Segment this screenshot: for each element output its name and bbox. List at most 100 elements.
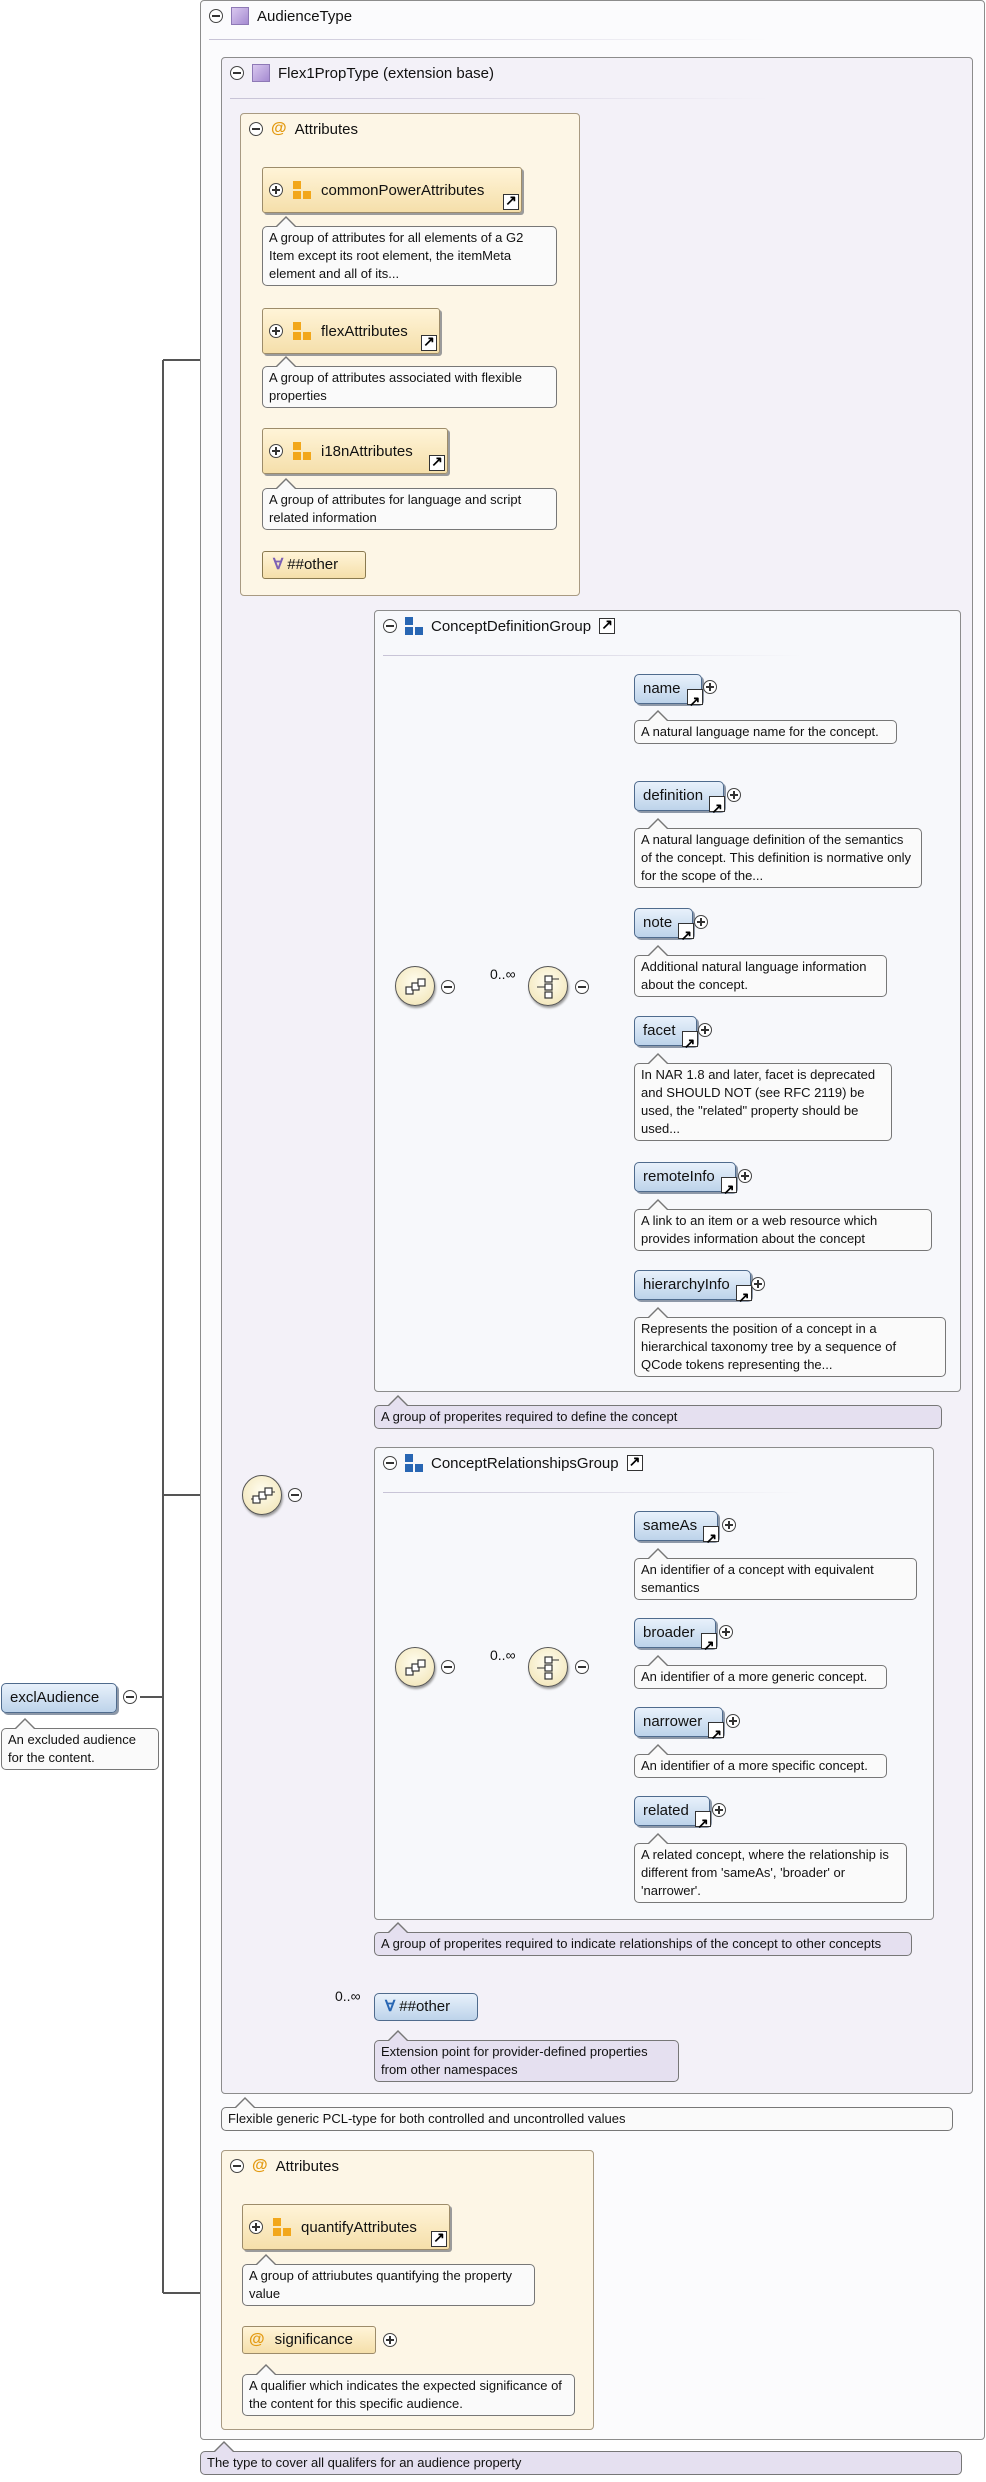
expand-toggle[interactable] [249,2220,263,2234]
concept-relationships-group-collapse-toggle[interactable] [383,1456,397,1470]
concept-definition-group-note: A group of properites required to define… [374,1395,942,1429]
flex-type-title: Flex1PropType (extension base) [278,64,494,82]
choice-cardinality: 0..∞ [490,966,516,982]
element-label: sameAs [643,1517,698,1534]
element-expand-toggle[interactable] [703,680,717,694]
sequence-collapse-toggle[interactable] [441,1660,455,1674]
element-expand-toggle[interactable] [726,1714,740,1728]
reference-link-icon[interactable] [681,1029,698,1057]
concept-definition-group-title: ConceptDefinitionGroup [431,617,592,635]
attribute-group-label: commonPowerAttributes [321,181,485,199]
reference-link-icon[interactable] [709,794,726,822]
complex-type-icon [252,64,270,82]
expand-toggle[interactable] [269,324,283,338]
concept-relationships-group-header: ConceptRelationshipsGroup [383,1453,643,1472]
element-note: Represents the position of a concept in … [634,1307,946,1377]
any-attribute-other[interactable]: ∀##other [262,551,366,579]
element-expand-toggle[interactable] [694,915,708,929]
element-remote-info[interactable]: remoteInfo [634,1162,737,1203]
attributes-2-collapse-toggle[interactable] [230,2159,244,2173]
element-narrower[interactable]: narrower [634,1707,725,1748]
attribute-group-note: A group of attributes for all elements o… [262,216,557,286]
element-expand-toggle[interactable] [722,1518,736,1532]
attribute-group-flex[interactable]: flexAttributes [262,308,440,354]
model-group-icon [405,1454,423,1472]
element-label: related [643,1802,689,1819]
reference-link-icon[interactable] [720,1175,737,1203]
attribute-group-quantify[interactable]: quantifyAttributes [242,2204,450,2250]
sequence-collapse-toggle[interactable] [441,980,455,994]
root-element-collapse-toggle[interactable] [123,1690,137,1704]
reference-link-icon[interactable] [431,2229,447,2247]
element-label: hierarchyInfo [643,1276,730,1293]
attribute-group-i18n[interactable]: i18nAttributes [262,428,448,474]
reference-link-icon[interactable] [429,453,445,471]
reference-link-icon[interactable] [678,921,695,949]
reference-link-icon[interactable] [735,1283,752,1311]
element-name[interactable]: name [634,674,703,715]
element-expand-toggle[interactable] [738,1169,752,1183]
expand-toggle[interactable] [269,444,283,458]
element-hierarchy-info[interactable]: hierarchyInfo [634,1270,752,1311]
attributes-2-title: Attributes [275,2157,339,2175]
reference-link-icon[interactable] [700,1631,717,1659]
element-note: A link to an item or a web resource whic… [634,1199,932,1251]
sequence-compositor[interactable] [395,966,435,1006]
sequence-collapse-toggle[interactable] [288,1488,302,1502]
choice-compositor[interactable] [528,966,568,1006]
choice-collapse-toggle[interactable] [575,980,589,994]
reference-link-icon[interactable] [708,1720,725,1748]
element-facet[interactable]: facet [634,1016,698,1057]
reference-link-icon[interactable] [599,616,616,634]
element-same-as[interactable]: sameAs [634,1511,720,1552]
attribute-group-icon [273,2218,291,2236]
root-element[interactable]: exclAudience [1,1683,117,1713]
element-expand-toggle[interactable] [727,788,741,802]
element-label: note [643,914,673,931]
element-related[interactable]: related [634,1796,711,1837]
sequence-compositor[interactable] [395,1647,435,1687]
attributes-2-header: @ Attributes [230,2157,339,2175]
attribute-at-icon: @ [249,2331,265,2348]
root-element-label: exclAudience [10,1689,100,1706]
element-expand-toggle[interactable] [719,1625,733,1639]
audience-type-note: The type to cover all qualifers for an a… [200,2441,962,2475]
attribute-significance[interactable]: @ significance [242,2326,376,2354]
flex-type-collapse-toggle[interactable] [230,66,244,80]
element-broader[interactable]: broader [634,1618,717,1659]
element-label: remoteInfo [643,1168,715,1185]
attribute-expand-toggle[interactable] [383,2333,397,2347]
attribute-at-icon: @ [252,2157,268,2174]
expand-toggle[interactable] [269,183,283,197]
reference-link-icon[interactable] [686,687,703,715]
element-expand-toggle[interactable] [698,1023,712,1037]
choice-compositor[interactable] [528,1647,568,1687]
attribute-group-common-power[interactable]: commonPowerAttributes [262,167,522,213]
concept-definition-group-collapse-toggle[interactable] [383,619,397,633]
reference-link-icon[interactable] [503,192,519,210]
for-all-icon: ∀ [385,1998,396,2015]
any-element-other[interactable]: ∀##other [374,1993,478,2021]
attributes-1-collapse-toggle[interactable] [249,122,263,136]
concept-relationships-group-title: ConceptRelationshipsGroup [431,1454,619,1472]
element-note: In NAR 1.8 and later, facet is deprecate… [634,1053,892,1141]
reference-link-icon[interactable] [703,1524,720,1552]
choice-collapse-toggle[interactable] [575,1660,589,1674]
root-element-note: An excluded audience for the content. [1,1718,159,1770]
element-note: An identifier of a more generic concept. [634,1655,887,1689]
attribute-group-note: A group of attributes associated with fl… [262,356,557,408]
reference-link-icon[interactable] [421,333,437,351]
reference-link-icon[interactable] [626,1453,643,1471]
element-note[interactable]: note [634,908,695,949]
element-expand-toggle[interactable] [712,1803,726,1817]
reference-link-icon[interactable] [694,1809,711,1837]
attribute-group-icon [293,322,311,340]
element-note: A natural language name for the concept. [634,710,897,744]
sequence-compositor[interactable] [242,1475,282,1515]
element-label: name [643,680,681,697]
audience-type-collapse-toggle[interactable] [209,9,223,23]
element-definition[interactable]: definition [634,781,726,822]
any-element-cardinality: 0..∞ [335,1988,361,2004]
concept-relationships-group-note: A group of properites required to indica… [374,1922,912,1956]
element-expand-toggle[interactable] [751,1277,765,1291]
